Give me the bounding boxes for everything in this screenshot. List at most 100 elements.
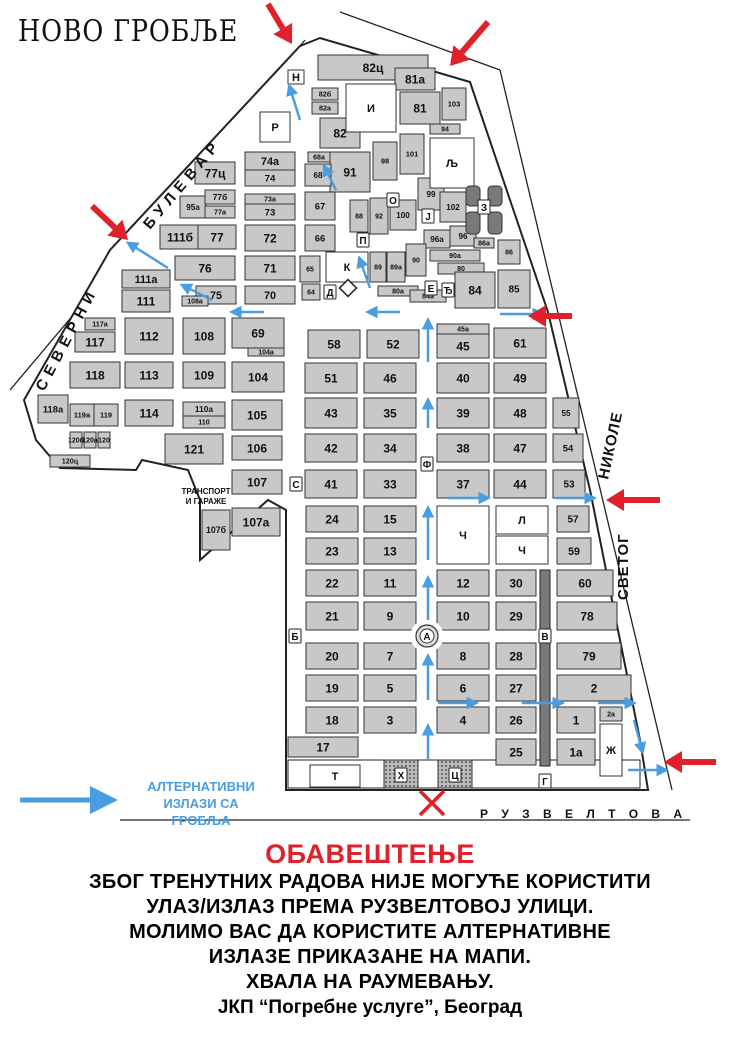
- plot-59[interactable]: 59: [556, 537, 592, 565]
- plot-45[interactable]: 45: [436, 333, 490, 359]
- plot-82а[interactable]: 82а: [311, 101, 339, 115]
- marker-Ђ[interactable]: Ђ: [441, 282, 455, 298]
- plot-92[interactable]: 92: [369, 197, 389, 235]
- plot-28[interactable]: 28: [495, 642, 537, 670]
- area-Н[interactable]: Н: [287, 69, 305, 85]
- plot-45а[interactable]: 45а: [436, 323, 490, 335]
- plot-101[interactable]: 101: [399, 133, 425, 175]
- plot-10[interactable]: 10: [436, 601, 490, 631]
- plot-95а[interactable]: 95а: [179, 195, 207, 219]
- plot-117а[interactable]: 117а: [84, 317, 116, 331]
- plot-65[interactable]: 65: [299, 255, 321, 283]
- plot-98[interactable]: 98: [372, 141, 398, 181]
- plot-20[interactable]: 20: [305, 642, 359, 670]
- plot-96а[interactable]: 96а: [423, 229, 451, 249]
- plot-117[interactable]: 117: [74, 331, 116, 353]
- area-Ч[interactable]: Ч: [436, 505, 490, 565]
- plot-108[interactable]: 108: [182, 317, 226, 355]
- plot-24[interactable]: 24: [305, 505, 359, 533]
- plot-111б[interactable]: 111б: [159, 224, 201, 250]
- plot-118[interactable]: 118: [69, 361, 121, 389]
- plot-25[interactable]: 25: [495, 738, 537, 766]
- marker-Ц[interactable]: Ц: [448, 767, 462, 783]
- plot-52[interactable]: 52: [366, 329, 420, 359]
- plot-11[interactable]: 11: [363, 569, 417, 597]
- plot-73[interactable]: 73: [244, 203, 296, 221]
- plot-61[interactable]: 61: [493, 327, 547, 359]
- plot-106[interactable]: 106: [231, 435, 283, 461]
- marker-Б[interactable]: Б: [288, 628, 302, 644]
- marker-Ф[interactable]: Ф: [420, 456, 434, 472]
- marker-Г[interactable]: Г: [538, 773, 552, 789]
- plot-120[interactable]: 120: [97, 431, 111, 449]
- plot-105[interactable]: 105: [231, 399, 283, 431]
- marker-Е[interactable]: Е: [424, 280, 438, 296]
- plot-47[interactable]: 47: [493, 433, 547, 463]
- plot-103[interactable]: 103: [441, 87, 467, 121]
- plot-60[interactable]: 60: [556, 569, 614, 597]
- plot-68а[interactable]: 68а: [307, 151, 331, 163]
- plot-48[interactable]: 48: [493, 397, 547, 429]
- plot-8[interactable]: 8: [436, 642, 490, 670]
- plot-7[interactable]: 7: [363, 642, 417, 670]
- plot-37[interactable]: 37: [436, 469, 490, 499]
- plot-119а[interactable]: 119а: [69, 403, 95, 427]
- plot-49[interactable]: 49: [493, 362, 547, 394]
- area-Ж[interactable]: Ж: [599, 723, 623, 777]
- plot-81а[interactable]: 81а: [394, 67, 436, 91]
- plot-104а[interactable]: 104а: [247, 347, 285, 357]
- marker-П[interactable]: П: [356, 232, 370, 248]
- plot-33[interactable]: 33: [363, 469, 417, 499]
- plot-57[interactable]: 57: [556, 505, 590, 533]
- plot-112[interactable]: 112: [124, 317, 174, 355]
- plot-21[interactable]: 21: [305, 601, 359, 631]
- area-Л[interactable]: Л: [495, 505, 549, 535]
- plot-77б[interactable]: 77б: [204, 189, 236, 205]
- plot-26[interactable]: 26: [495, 706, 537, 734]
- plot-120б[interactable]: 120б: [68, 431, 85, 449]
- plot-22[interactable]: 22: [305, 569, 359, 597]
- plot-72[interactable]: 72: [244, 224, 296, 252]
- area-Р[interactable]: Р: [259, 111, 291, 143]
- plot-89а[interactable]: 89а: [386, 251, 406, 283]
- plot-89[interactable]: 89: [369, 251, 387, 283]
- plot-120ц[interactable]: 120ц: [49, 454, 91, 468]
- plot-55[interactable]: 55: [552, 397, 580, 429]
- plot-29[interactable]: 29: [495, 601, 537, 631]
- plot-120а[interactable]: 120а: [82, 431, 98, 449]
- plot-77[interactable]: 77: [197, 224, 237, 250]
- plot-46[interactable]: 46: [363, 362, 417, 394]
- plot-121[interactable]: 121: [164, 433, 224, 465]
- plot-104[interactable]: 104: [231, 361, 285, 393]
- plot-44[interactable]: 44: [493, 469, 547, 499]
- plot-85[interactable]: 85: [497, 269, 531, 309]
- plot-109[interactable]: 109: [182, 361, 226, 389]
- plot-38[interactable]: 38: [436, 433, 490, 463]
- plot-19[interactable]: 19: [305, 674, 359, 702]
- plot-76[interactable]: 76: [174, 255, 236, 281]
- plot-108а[interactable]: 108а: [181, 295, 209, 307]
- plot-88[interactable]: 88: [349, 199, 369, 233]
- plot-18[interactable]: 18: [305, 706, 359, 734]
- plot-40[interactable]: 40: [436, 362, 490, 394]
- plot-6[interactable]: 6: [436, 674, 490, 702]
- plot-41[interactable]: 41: [304, 469, 358, 499]
- plot-110а[interactable]: 110а: [182, 401, 226, 417]
- plot-111[interactable]: 111: [121, 289, 171, 313]
- plot-54[interactable]: 54: [552, 433, 584, 463]
- plot-118а[interactable]: 118а: [37, 394, 69, 424]
- plot-86[interactable]: 86: [497, 239, 521, 265]
- plot-82[interactable]: 82: [319, 117, 361, 149]
- plot-67[interactable]: 67: [304, 191, 336, 221]
- plot-66[interactable]: 66: [304, 224, 336, 252]
- plot-82б[interactable]: 82б: [311, 87, 339, 101]
- area-И[interactable]: И: [345, 83, 397, 133]
- marker-З[interactable]: З: [477, 199, 491, 215]
- marker-J[interactable]: J: [421, 208, 435, 224]
- plot-51[interactable]: 51: [304, 362, 358, 394]
- plot-42[interactable]: 42: [304, 433, 358, 463]
- plot-2а[interactable]: 2а: [599, 706, 623, 722]
- marker-В[interactable]: В: [538, 628, 552, 644]
- plot-78[interactable]: 78: [556, 601, 618, 631]
- plot-39[interactable]: 39: [436, 397, 490, 429]
